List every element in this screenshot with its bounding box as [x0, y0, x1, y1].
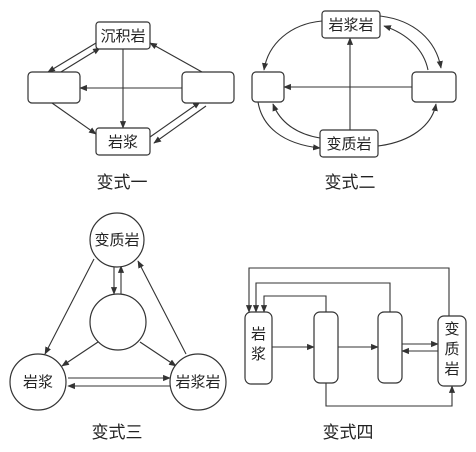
- v1-edge-bottom-to-right: [149, 101, 201, 138]
- v4-node-right-label-2: 质: [444, 340, 459, 358]
- v1-edge-left-to-bottom: [51, 102, 97, 135]
- v2-edge-top-to-right-outer: [379, 15, 443, 69]
- v4-edge-mid2-to-left-top: [252, 282, 391, 313]
- v4-node-left-label-2: 浆: [251, 345, 266, 363]
- v2-node-right: [411, 71, 457, 103]
- v4-node-left-label-1: 岩: [251, 325, 266, 343]
- v4-node-left: [244, 311, 273, 385]
- v4-node-mid1: [313, 311, 339, 384]
- variant-2: 岩浆岩 变质岩 变式二: [251, 10, 457, 193]
- v3-edge-center-to-right: [139, 341, 177, 367]
- v2-node-bottom: [319, 129, 379, 158]
- v3-node-center: [89, 293, 147, 351]
- v3-node-right: [169, 353, 227, 411]
- v1-node-bottom: [95, 127, 151, 156]
- v3-node-right-label: 岩浆岩: [175, 373, 220, 391]
- v4-edge-mid1-to-right-bottom: [325, 383, 456, 407]
- v4-node-mid2: [377, 311, 403, 384]
- v2-node-bottom-label: 变质岩: [326, 135, 371, 153]
- v2-node-left: [251, 71, 285, 103]
- v4-node-right-label-3: 岩: [444, 360, 459, 378]
- v3-node-left: [9, 353, 67, 411]
- v1-edge-right-to-top: [149, 42, 203, 73]
- v3-node-top: [89, 212, 145, 268]
- v2-edge-bottom-to-left-inner: [272, 103, 321, 139]
- v3-node-top-label: 变质岩: [94, 231, 139, 249]
- v2-edge-left-to-bottom-outer: [257, 101, 321, 151]
- v1-node-top-label: 沉积岩: [100, 27, 145, 45]
- v1-node-left: [27, 71, 81, 104]
- v3-edge-center-to-left: [61, 341, 99, 367]
- v4-edge-mid1-to-left-top: [260, 295, 327, 313]
- v2-node-top-label: 岩浆岩: [328, 16, 373, 34]
- v1-edge-right-to-bottom: [153, 105, 207, 144]
- v1-node-bottom-label: 岩浆: [108, 133, 138, 151]
- v4-node-right-label-1: 变: [444, 320, 459, 338]
- variant-1: 沉积岩 岩浆 变式一: [27, 21, 235, 193]
- v2-edge-top-to-left-curve: [262, 20, 323, 71]
- v3-edge-right-to-top: [137, 260, 187, 355]
- v2-edge-right-to-top-inner: [383, 25, 429, 71]
- v3-node-left-label: 岩浆: [23, 373, 53, 391]
- v3-caption: 变式三: [92, 423, 143, 443]
- v4-caption: 变式四: [323, 423, 374, 443]
- variant-4: 岩 浆 变 质 岩 变式四: [244, 267, 467, 443]
- v3-edge-top-to-left: [44, 258, 95, 355]
- v2-edge-bottom-to-right-curve: [377, 103, 438, 147]
- variant-3: 变质岩 岩浆 岩浆岩 变式三: [9, 212, 227, 443]
- v1-node-right: [181, 71, 235, 104]
- v1-caption: 变式一: [97, 173, 148, 193]
- v4-edge-right-to-left-top-outer: [245, 267, 450, 316]
- v1-edge-left-to-top: [55, 47, 101, 76]
- v1-edge-top-to-left: [47, 42, 97, 73]
- v2-node-top: [321, 10, 381, 39]
- v4-node-right: [437, 315, 467, 387]
- v1-node-top: [95, 21, 151, 50]
- v2-caption: 变式二: [325, 173, 376, 193]
